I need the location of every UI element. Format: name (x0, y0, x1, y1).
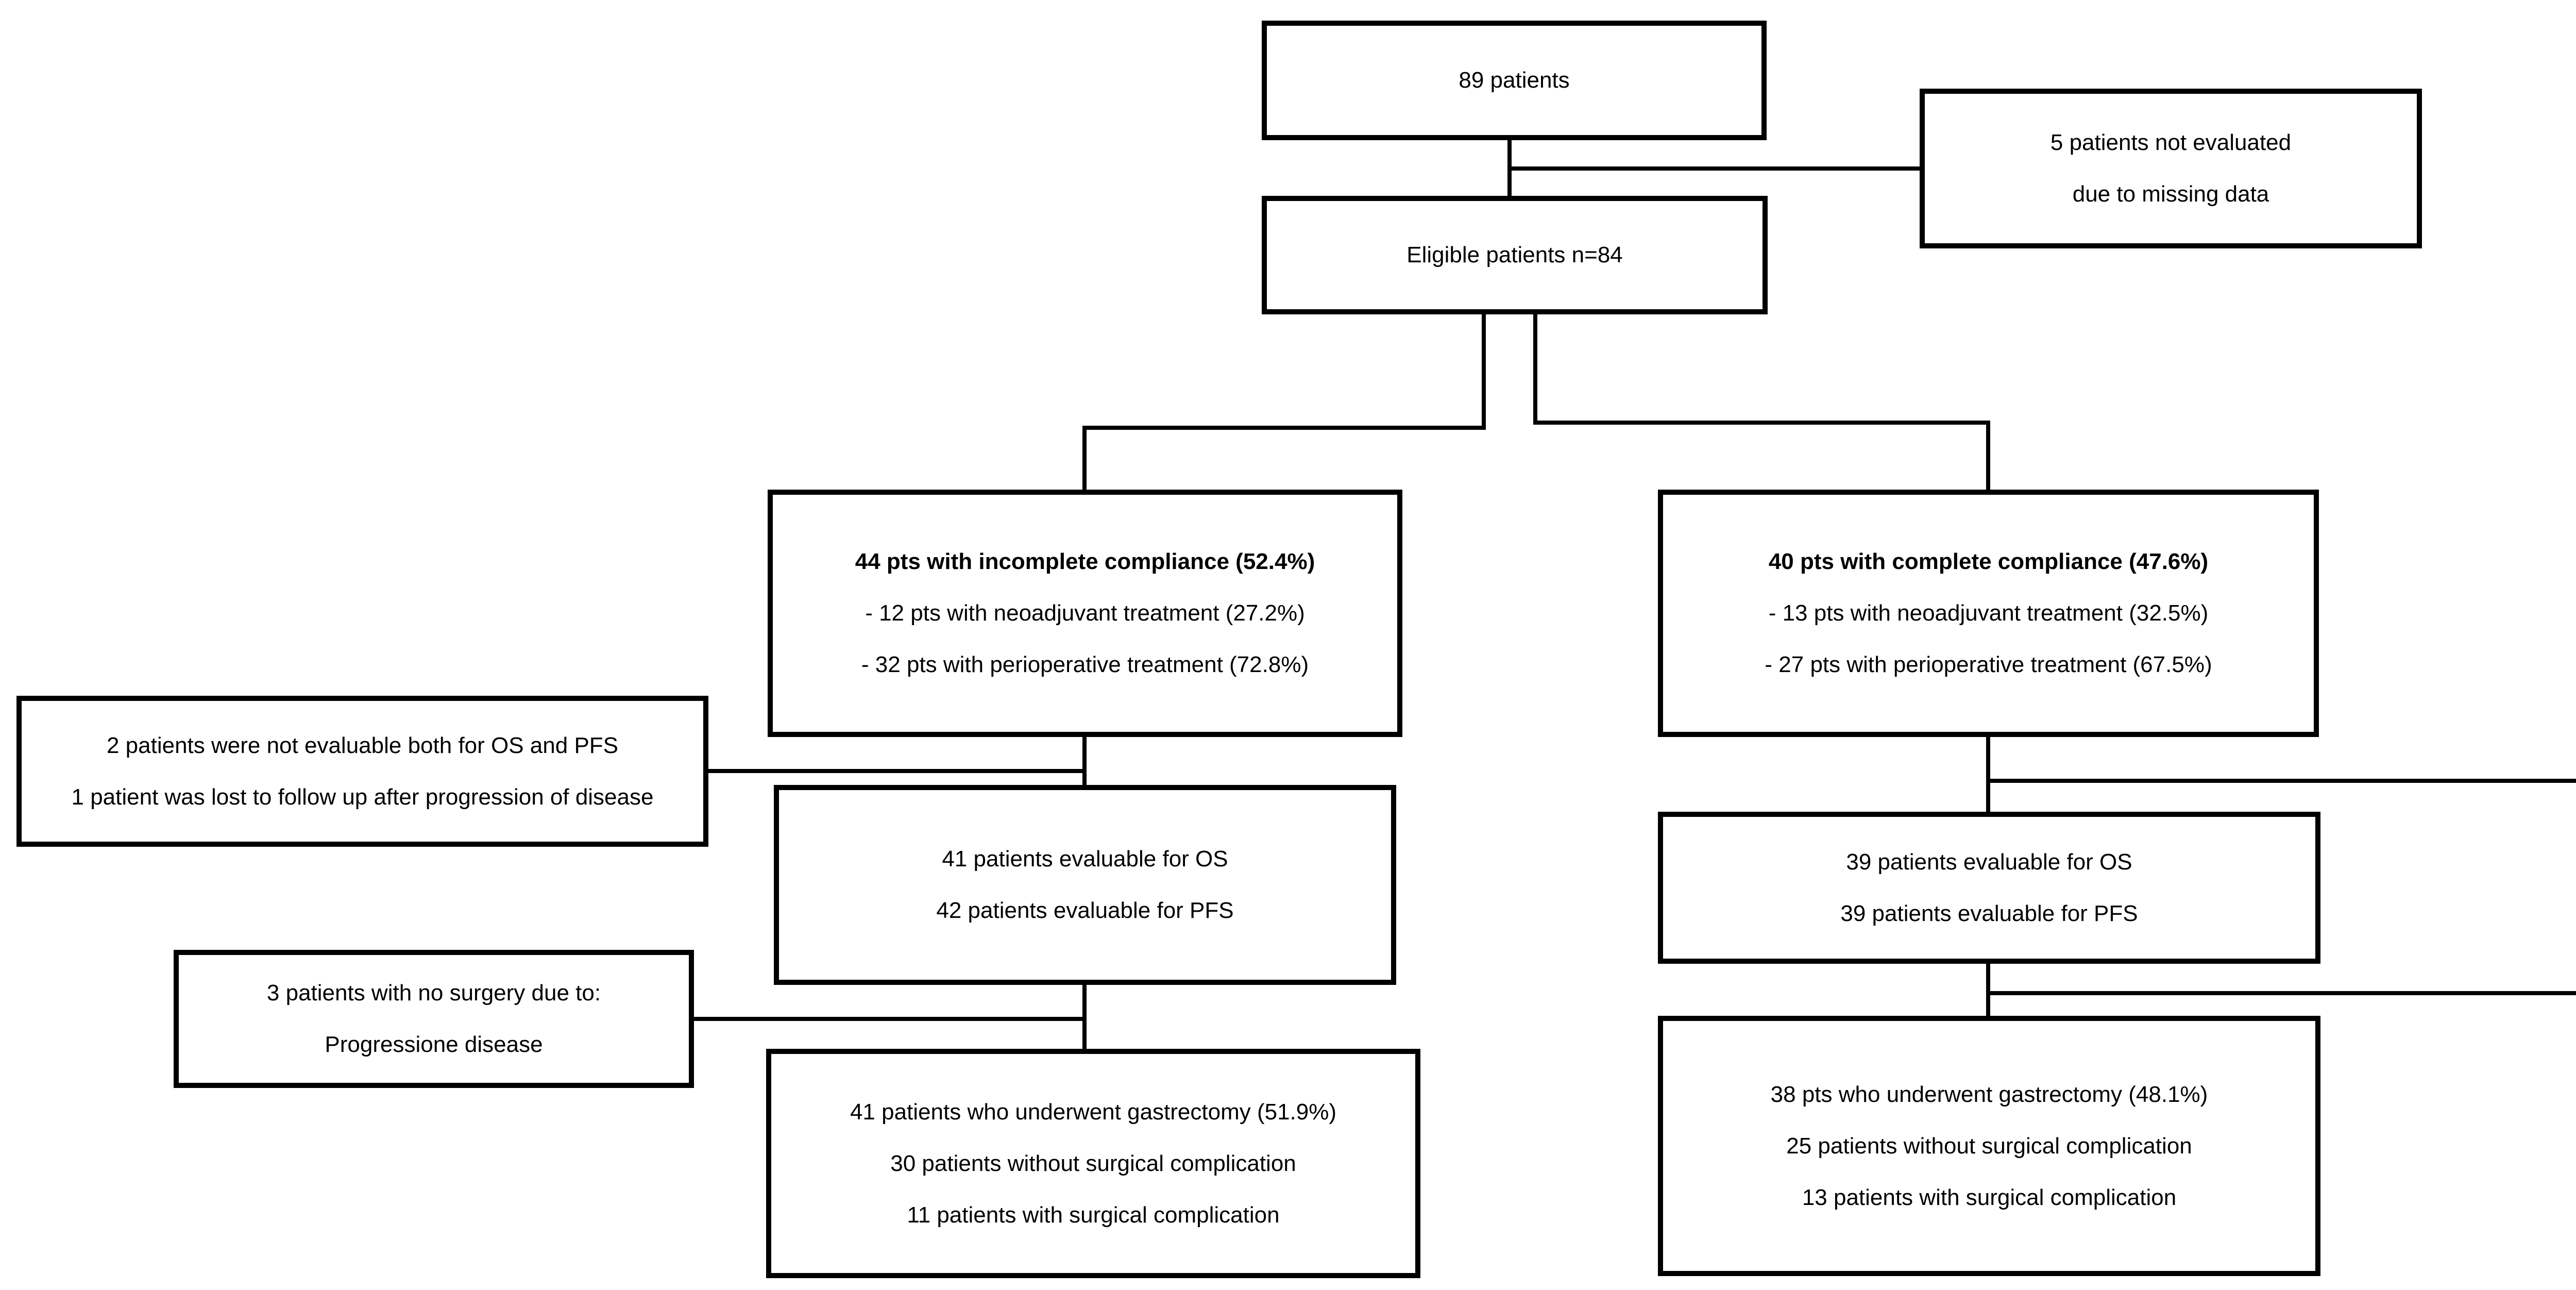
box-eligible-patients: Eligible patients n=84 (1262, 196, 1768, 314)
box-text-line: 5 patients not evaluated (2050, 130, 2292, 155)
box-text-line: 39 patients evaluable for PFS (1840, 900, 2138, 926)
box-left-evaluable: 41 patients evaluable for OS 42 patients… (774, 785, 1396, 985)
box-text-line: due to missing data (2072, 181, 2269, 207)
box-title-line: 40 pts with complete compliance (47.6%) (1768, 549, 2209, 574)
box-text-line: 3 patients with no surgery due to: (266, 980, 601, 1006)
box-text-line: - 27 pts with perioperative treatment (6… (1765, 652, 2212, 677)
box-right-gastrectomy: 38 pts who underwent gastrectomy (48.1%)… (1658, 1016, 2320, 1276)
box-text-line: 2 patients were not evaluable both for O… (106, 732, 619, 758)
box-left-gastrectomy: 41 patients who underwent gastrectomy (5… (766, 1049, 1420, 1278)
box-left-no-surgery: 3 patients with no surgery due to: Progr… (174, 950, 694, 1088)
box-text-line: - 13 pts with neoadjuvant treatment (32.… (1768, 600, 2209, 626)
box-text-line: - 32 pts with perioperative treatment (7… (861, 652, 1309, 677)
box-text-line: 89 patients (1459, 68, 1570, 93)
connector-eligible-split-right (1533, 312, 1990, 492)
box-complete-compliance: 40 pts with complete compliance (47.6%) … (1658, 490, 2319, 737)
box-text-line: 30 patients without surgical complicatio… (890, 1150, 1296, 1176)
box-text-line: 41 patients who underwent gastrectomy (5… (850, 1099, 1337, 1125)
box-title-line: 44 pts with incomplete compliance (52.4%… (855, 549, 1315, 574)
box-text-line: 39 patients evaluable for OS (1846, 849, 2132, 875)
box-text-line: 38 pts who underwent gastrectomy (48.1%) (1770, 1081, 2208, 1107)
box-text-line: - 12 pts with neoadjuvant treatment (27.… (865, 600, 1305, 626)
box-text-line: 11 patients with surgical complication (907, 1202, 1280, 1228)
box-incomplete-compliance: 44 pts with incomplete compliance (52.4%… (768, 490, 1402, 737)
box-text-line: Progressione disease (325, 1032, 543, 1057)
box-total-patients: 89 patients (1262, 21, 1767, 140)
box-not-evaluated: 5 patients not evaluated due to missing … (1920, 89, 2422, 248)
box-left-not-evaluable: 2 patients were not evaluable both for O… (16, 696, 708, 847)
connector-eligible-split-left (1082, 312, 1486, 492)
box-text-line: 1 patient was lost to follow up after pr… (71, 784, 654, 810)
box-text-line: 41 patients evaluable for OS (942, 846, 1228, 872)
box-text-line: 25 patients without surgical complicatio… (1786, 1133, 2192, 1159)
box-text-line: 42 patients evaluable for PFS (936, 898, 1234, 923)
box-text-line: Eligible patients n=84 (1406, 242, 1623, 267)
box-text-line: 13 patients with surgical complication (1802, 1184, 2177, 1210)
box-right-evaluable: 39 patients evaluable for OS 39 patients… (1658, 812, 2320, 964)
